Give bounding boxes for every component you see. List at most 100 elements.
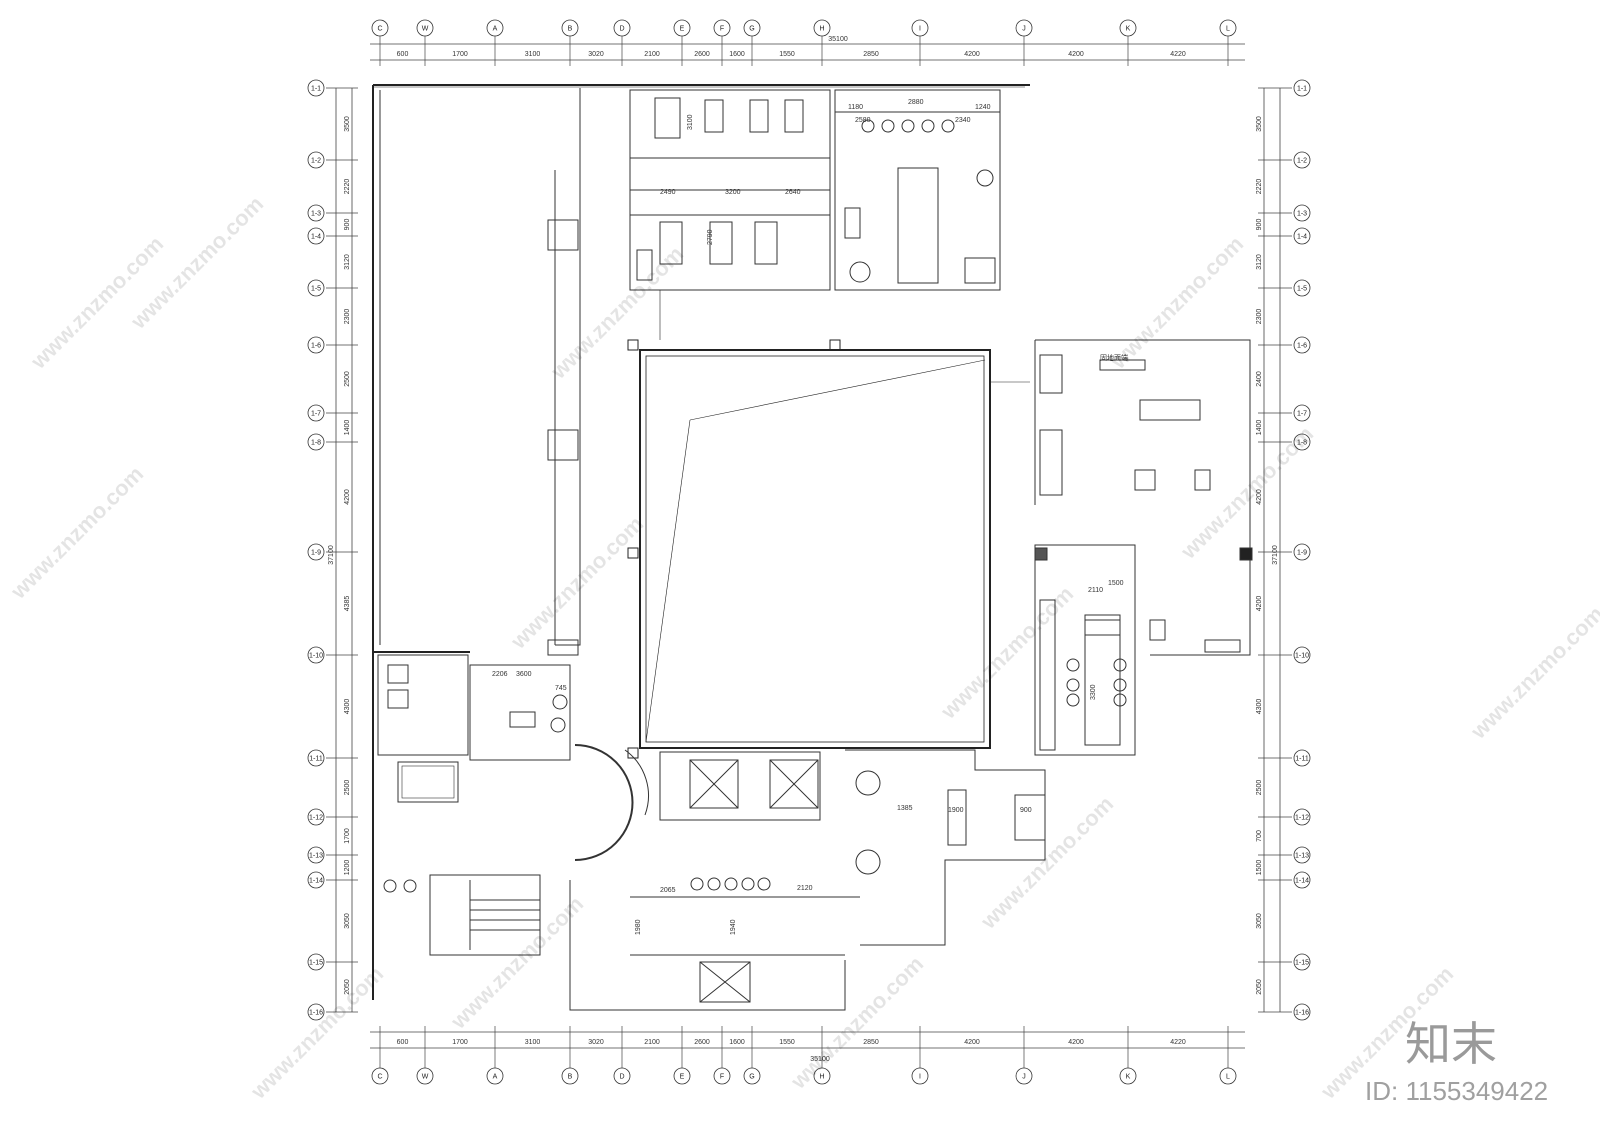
- right-axis-bubble: [1293, 404, 1311, 422]
- lobby-dim-6: 1940: [730, 919, 737, 935]
- right-span-dimension: 4200: [1256, 596, 1263, 612]
- left-axis-label: 1-8: [311, 440, 321, 447]
- left-axis-label: 1-3: [311, 211, 321, 218]
- bottom-axis-bubble: [911, 1067, 929, 1085]
- right-axis-bubble: [1293, 336, 1311, 354]
- right-span-dimension: 4200: [1256, 489, 1263, 505]
- gym-dim-5: 2790: [707, 229, 714, 245]
- bottom-axis-bubble: [1219, 1067, 1237, 1085]
- right-axis-bubble: [1293, 433, 1311, 451]
- top-span-dimension: 1550: [779, 51, 795, 58]
- left-span-dimension: 2300: [344, 309, 351, 325]
- bottom-span-dimension: 4220: [1170, 1039, 1186, 1046]
- left-axis-bubble: [307, 404, 325, 422]
- bottom-axis-label: G: [749, 1074, 754, 1081]
- left-axis-label: 1-13: [309, 853, 323, 860]
- left-axis-label: 1-12: [309, 815, 323, 822]
- left-axis-bubble: [307, 646, 325, 664]
- bottom-span-dimension: 4200: [964, 1039, 980, 1046]
- west-corridor: [379, 88, 581, 656]
- lobby-dim-12: 1900: [948, 807, 964, 814]
- right-axis-bubble: [1293, 204, 1311, 222]
- bottom-span-dimension: 3100: [525, 1039, 541, 1046]
- watermark-text: www.znzmo.com: [445, 891, 588, 1034]
- left-span-dimension: 1400: [344, 420, 351, 436]
- bottom-axis-bubble: [743, 1067, 761, 1085]
- right-axis-label: 1-6: [1297, 343, 1307, 350]
- left-axis-label: 1-11: [309, 756, 323, 763]
- top-span-dimension: 2850: [863, 51, 879, 58]
- top-axis-bubble: [1119, 19, 1137, 37]
- right-span-dimension: 1500: [1256, 860, 1263, 876]
- top-axis-bubble: [673, 19, 691, 37]
- watermark-text: www.znzmo.com: [1175, 421, 1318, 564]
- bottom-axis-bubble: [713, 1067, 731, 1085]
- right-axis-label: 1-16: [1295, 1010, 1309, 1017]
- lobby-dim-2: 1385: [897, 805, 913, 812]
- right-axis-bubble: [1293, 808, 1311, 826]
- bottom-axis-bubble: [813, 1067, 831, 1085]
- right-span-dimension: 4300: [1256, 699, 1263, 715]
- watermark-text: www.znzmo.com: [975, 791, 1118, 934]
- top-axis-label: D: [619, 26, 624, 33]
- top-axis-label: G: [749, 26, 754, 33]
- bottom-span-dimension: 2100: [644, 1039, 660, 1046]
- top-axis-label: J: [1022, 26, 1026, 33]
- lobby-dim-1: 2065: [660, 887, 676, 894]
- watermark-text: www.znzmo.com: [1465, 601, 1600, 744]
- bottom-span-dimension: 4200: [1068, 1039, 1084, 1046]
- lounge-dim-5: 2880: [908, 99, 924, 106]
- left-span-dimension: 1200: [344, 860, 351, 876]
- office-dim-1: 2206: [492, 671, 508, 678]
- left-span-dimension: 4200: [344, 489, 351, 505]
- right-axis-label: 1-14: [1295, 878, 1309, 885]
- bottom-axis-label: D: [619, 1074, 624, 1081]
- brand-logo-text: 知末: [1405, 1017, 1497, 1071]
- left-axis-label: 1-16: [309, 1010, 323, 1017]
- bottom-total-dimension: 35100: [810, 1056, 830, 1063]
- top-axis-bubble: [713, 19, 731, 37]
- bottom-axis-bubble: [561, 1067, 579, 1085]
- right-axis-bubble: [1293, 79, 1311, 97]
- right-total-dimension: 37100: [1272, 545, 1279, 565]
- exterior-walls: [372, 84, 1030, 1000]
- top-span-dimension: 1600: [729, 51, 745, 58]
- left-axis-bubble: [307, 227, 325, 245]
- left-axis-bubble: [307, 279, 325, 297]
- left-axis-label: 1-6: [311, 343, 321, 350]
- bottom-span-dimension: 600: [397, 1039, 409, 1046]
- left-axis-bubble: [307, 79, 325, 97]
- watermark-text: www.znzmo.com: [545, 241, 688, 384]
- left-span-dimension: 2500: [344, 780, 351, 796]
- left-span-dimension: 900: [344, 219, 351, 231]
- right-axis-bubble: [1293, 279, 1311, 297]
- drawing-id: ID: 1155349422: [1365, 1076, 1548, 1106]
- right-span-dimension: 2400: [1256, 371, 1263, 387]
- right-axis-markers: 1-11-21-31-41-51-61-71-81-91-101-111-121…: [1256, 79, 1311, 1021]
- lobby-dim-3: 2120: [797, 885, 813, 892]
- right-axis-bubble: [1293, 151, 1311, 169]
- lobby-elevators: [569, 749, 1046, 1011]
- left-axis-label: 1-5: [311, 286, 321, 293]
- bottom-axis-bubble: [371, 1067, 389, 1085]
- right-axis-bubble: [1293, 871, 1311, 889]
- top-axis-label: W: [422, 26, 429, 33]
- bottom-span-dimension: 2600: [694, 1039, 710, 1046]
- left-span-dimension: 3500: [344, 116, 351, 132]
- left-total-dimension: 37100: [328, 545, 335, 565]
- left-axis-bubble: [307, 749, 325, 767]
- watermark-text: www.znzmo.com: [5, 461, 148, 604]
- bottom-axis-label: J: [1022, 1074, 1026, 1081]
- left-span-dimension: 3050: [344, 913, 351, 929]
- right-span-dimension: 3050: [1256, 913, 1263, 929]
- left-span-dimension: 2220: [344, 179, 351, 195]
- lounge-dim-1: 1180: [848, 104, 863, 111]
- left-axis-bubble: [307, 953, 325, 971]
- right-axis-label: 1-12: [1295, 815, 1309, 822]
- lounge-dim-3: 2580: [855, 117, 871, 124]
- right-axis-label: 1-15: [1295, 960, 1309, 967]
- right-span-dimension: 2220: [1256, 179, 1263, 195]
- right-dimension-chain: [1263, 88, 1281, 1012]
- top-axis-label: K: [1126, 26, 1131, 33]
